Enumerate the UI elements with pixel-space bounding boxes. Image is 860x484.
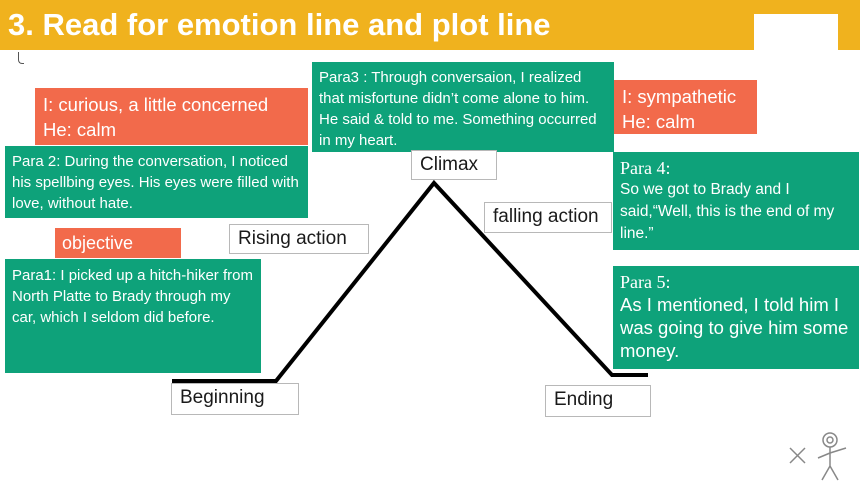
ending-label: Ending (545, 385, 651, 417)
falling-action-label: falling action (484, 202, 612, 233)
para4-title: Para 4: (620, 158, 671, 178)
para4-text: So we got to Brady and I said,“Well, thi… (620, 181, 835, 242)
emotion-left-line1: I: curious, a little concerned (43, 94, 269, 115)
para2-box: Para 2: During the conversation, I notic… (5, 146, 308, 218)
emotion-right-box: I: sympathetic He: calm (614, 80, 757, 134)
slide-title: 3. Read for emotion line and plot line (8, 7, 551, 42)
para3-box: Para3 : Through conversaion, I realized … (312, 62, 614, 152)
climax-label: Climax (411, 150, 497, 180)
emotion-left-line2: He: calm (43, 119, 116, 140)
emotion-right-line2: He: calm (622, 111, 695, 132)
para4-box: Para 4: So we got to Brady and I said,“W… (613, 152, 859, 250)
title-banner (0, 0, 860, 50)
objective-box: objective (55, 228, 181, 258)
blank-patch (754, 14, 838, 78)
para1-text: Para1: I picked up a hitch-hiker from No… (12, 267, 253, 326)
emotion-right-line1: I: sympathetic (622, 86, 737, 107)
para3-text: Para3 : Through conversaion, I realized … (319, 69, 597, 149)
para5-box: Para 5: As I mentioned, I told him I was… (613, 266, 859, 369)
objective-label: objective (62, 233, 134, 253)
tick-mark (18, 52, 24, 64)
beginning-label: Beginning (171, 383, 299, 415)
para5-title: Para 5: (620, 272, 671, 292)
emotion-left-box: I: curious, a little concerned He: calm (35, 88, 308, 145)
para2-text: Para 2: During the conversation, I notic… (12, 153, 299, 212)
stick-figure-icon (789, 432, 847, 481)
para1-box: Para1: I picked up a hitch-hiker from No… (5, 259, 261, 373)
para5-text: As I mentioned, I told him I was going t… (620, 294, 849, 361)
rising-action-label: Rising action (229, 224, 369, 254)
